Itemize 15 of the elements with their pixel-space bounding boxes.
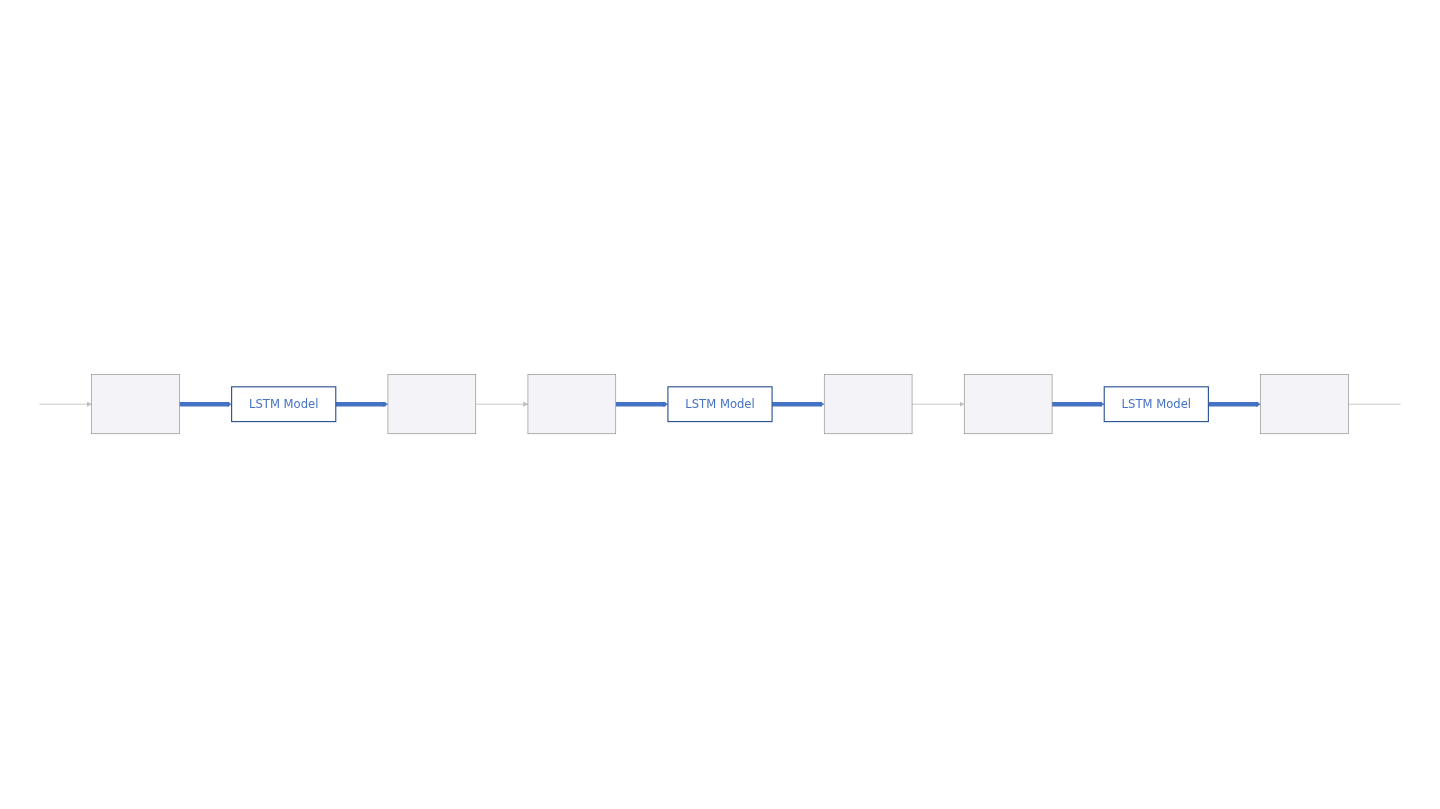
- arrow: [1052, 401, 1105, 408]
- node-box: LSTM Model: [1103, 386, 1209, 423]
- node-picture: [91, 374, 180, 435]
- node-picture: [963, 374, 1053, 435]
- node-picture: [823, 374, 913, 435]
- node-box: LSTM Model: [231, 386, 337, 423]
- node-picture: [527, 374, 617, 435]
- node-picture: [387, 374, 477, 435]
- connector: [1347, 404, 1401, 405]
- node-box: LSTM Model: [667, 386, 773, 423]
- arrow: [772, 401, 825, 408]
- arrow: [1208, 401, 1261, 408]
- node-picture: [1260, 374, 1349, 435]
- arrow: [335, 401, 389, 408]
- arrow: [179, 401, 232, 408]
